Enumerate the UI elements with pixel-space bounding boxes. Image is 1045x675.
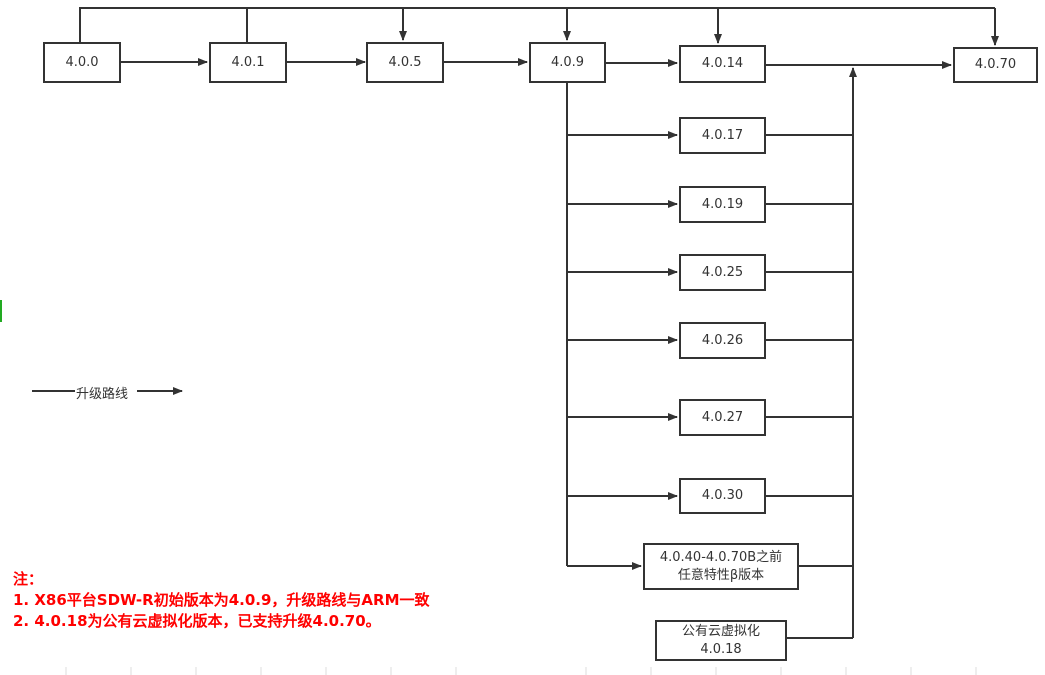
node-4-0-14[interactable]: 4.0.14 xyxy=(679,45,766,83)
node-4-0-27[interactable]: 4.0.27 xyxy=(679,399,766,436)
node-4-0-19[interactable]: 4.0.19 xyxy=(679,186,766,223)
node-label: 4.0.27 xyxy=(701,409,744,425)
node-public-cloud-4-0-18[interactable]: 公有云虚拟化 4.0.18 xyxy=(655,620,787,661)
node-4-0-17[interactable]: 4.0.17 xyxy=(679,117,766,154)
node-label: 4.0.30 xyxy=(701,488,744,503)
node-4-0-26[interactable]: 4.0.26 xyxy=(679,322,766,359)
node-label: 4.0.70 xyxy=(974,57,1017,72)
node-4-0-0[interactable]: 4.0.0 xyxy=(43,42,121,83)
notes-title: 注： xyxy=(13,570,44,588)
node-label: 4.0.19 xyxy=(701,196,744,212)
legend-label: 升级路线 xyxy=(76,383,129,402)
node-4-0-30[interactable]: 4.0.30 xyxy=(679,478,766,514)
node-4-0-9[interactable]: 4.0.9 xyxy=(529,42,606,83)
node-label: 4.0.40-4.0.70B之前 xyxy=(659,549,783,565)
node-4-0-5[interactable]: 4.0.5 xyxy=(366,42,444,83)
top-bus-line xyxy=(79,7,995,42)
node-label: 4.0.17 xyxy=(701,127,744,143)
notes-line-2: 2. 4.0.18为公有云虚拟化版本，已支持升级4.0.70。 xyxy=(13,612,381,630)
node-label: 4.0.25 xyxy=(701,264,744,280)
node-label: 4.0.1 xyxy=(231,54,265,70)
node-4-0-25[interactable]: 4.0.25 xyxy=(679,254,766,291)
node-label: 4.0.26 xyxy=(701,332,744,348)
node-label: 4.0.0 xyxy=(65,54,99,70)
node-4-0-1[interactable]: 4.0.1 xyxy=(209,42,287,83)
node-label: 4.0.5 xyxy=(388,54,422,70)
bottom-ruler-ticks xyxy=(65,667,977,675)
node-label: 4.0.14 xyxy=(701,56,744,71)
node-label-line2: 4.0.18 xyxy=(700,641,742,657)
node-4-0-70[interactable]: 4.0.70 xyxy=(953,47,1038,83)
node-beta-versions[interactable]: 4.0.40-4.0.70B之前任意特性β版本 xyxy=(643,543,799,590)
left-edge-marker xyxy=(0,300,2,322)
node-label: 公有云虚拟化 xyxy=(681,623,760,639)
node-label: 4.0.9 xyxy=(550,54,585,70)
notes-line-1: 1. X86平台SDW-R初始版本为4.0.9，升级路线与ARM一致 xyxy=(13,591,430,609)
notes: 注： 1. X86平台SDW-R初始版本为4.0.9，升级路线与ARM一致 2.… xyxy=(13,569,430,632)
node-label-line2: 任意特性β版本 xyxy=(677,567,765,583)
